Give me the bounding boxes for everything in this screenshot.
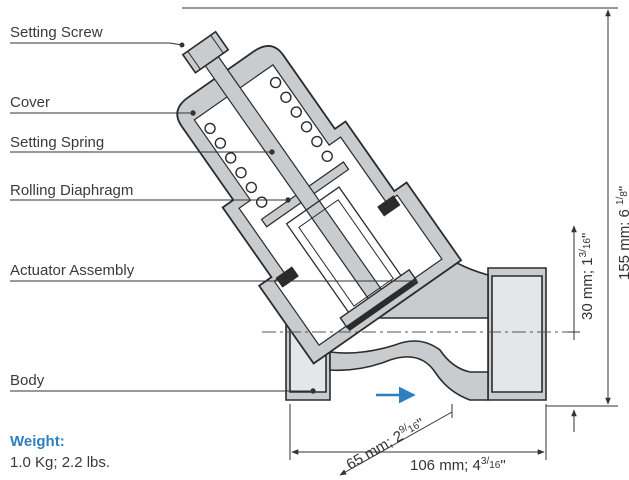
label-body: Body	[10, 372, 45, 389]
weight-value: 1.0 Kg; 2.2 lbs.	[10, 454, 111, 471]
dim-height-partial: 30 mm; 13/16"	[578, 233, 596, 320]
label-actuator-assembly: Actuator Assembly	[10, 262, 135, 279]
dim-height-total: 155 mm; 6 1/8"	[615, 186, 629, 280]
label-rolling-diaphragm: Rolling Diaphragm	[10, 182, 134, 199]
leader-lines	[10, 42, 418, 394]
dim-width: 106 mm; 43/16"	[410, 456, 506, 474]
weight-title: Weight:	[10, 433, 65, 450]
label-setting-spring: Setting Spring	[10, 134, 105, 151]
label-cover: Cover	[10, 94, 51, 111]
valve-housing	[176, 30, 463, 365]
label-setting-screw: Setting Screw	[10, 24, 103, 41]
dimension-lines	[182, 7, 618, 476]
